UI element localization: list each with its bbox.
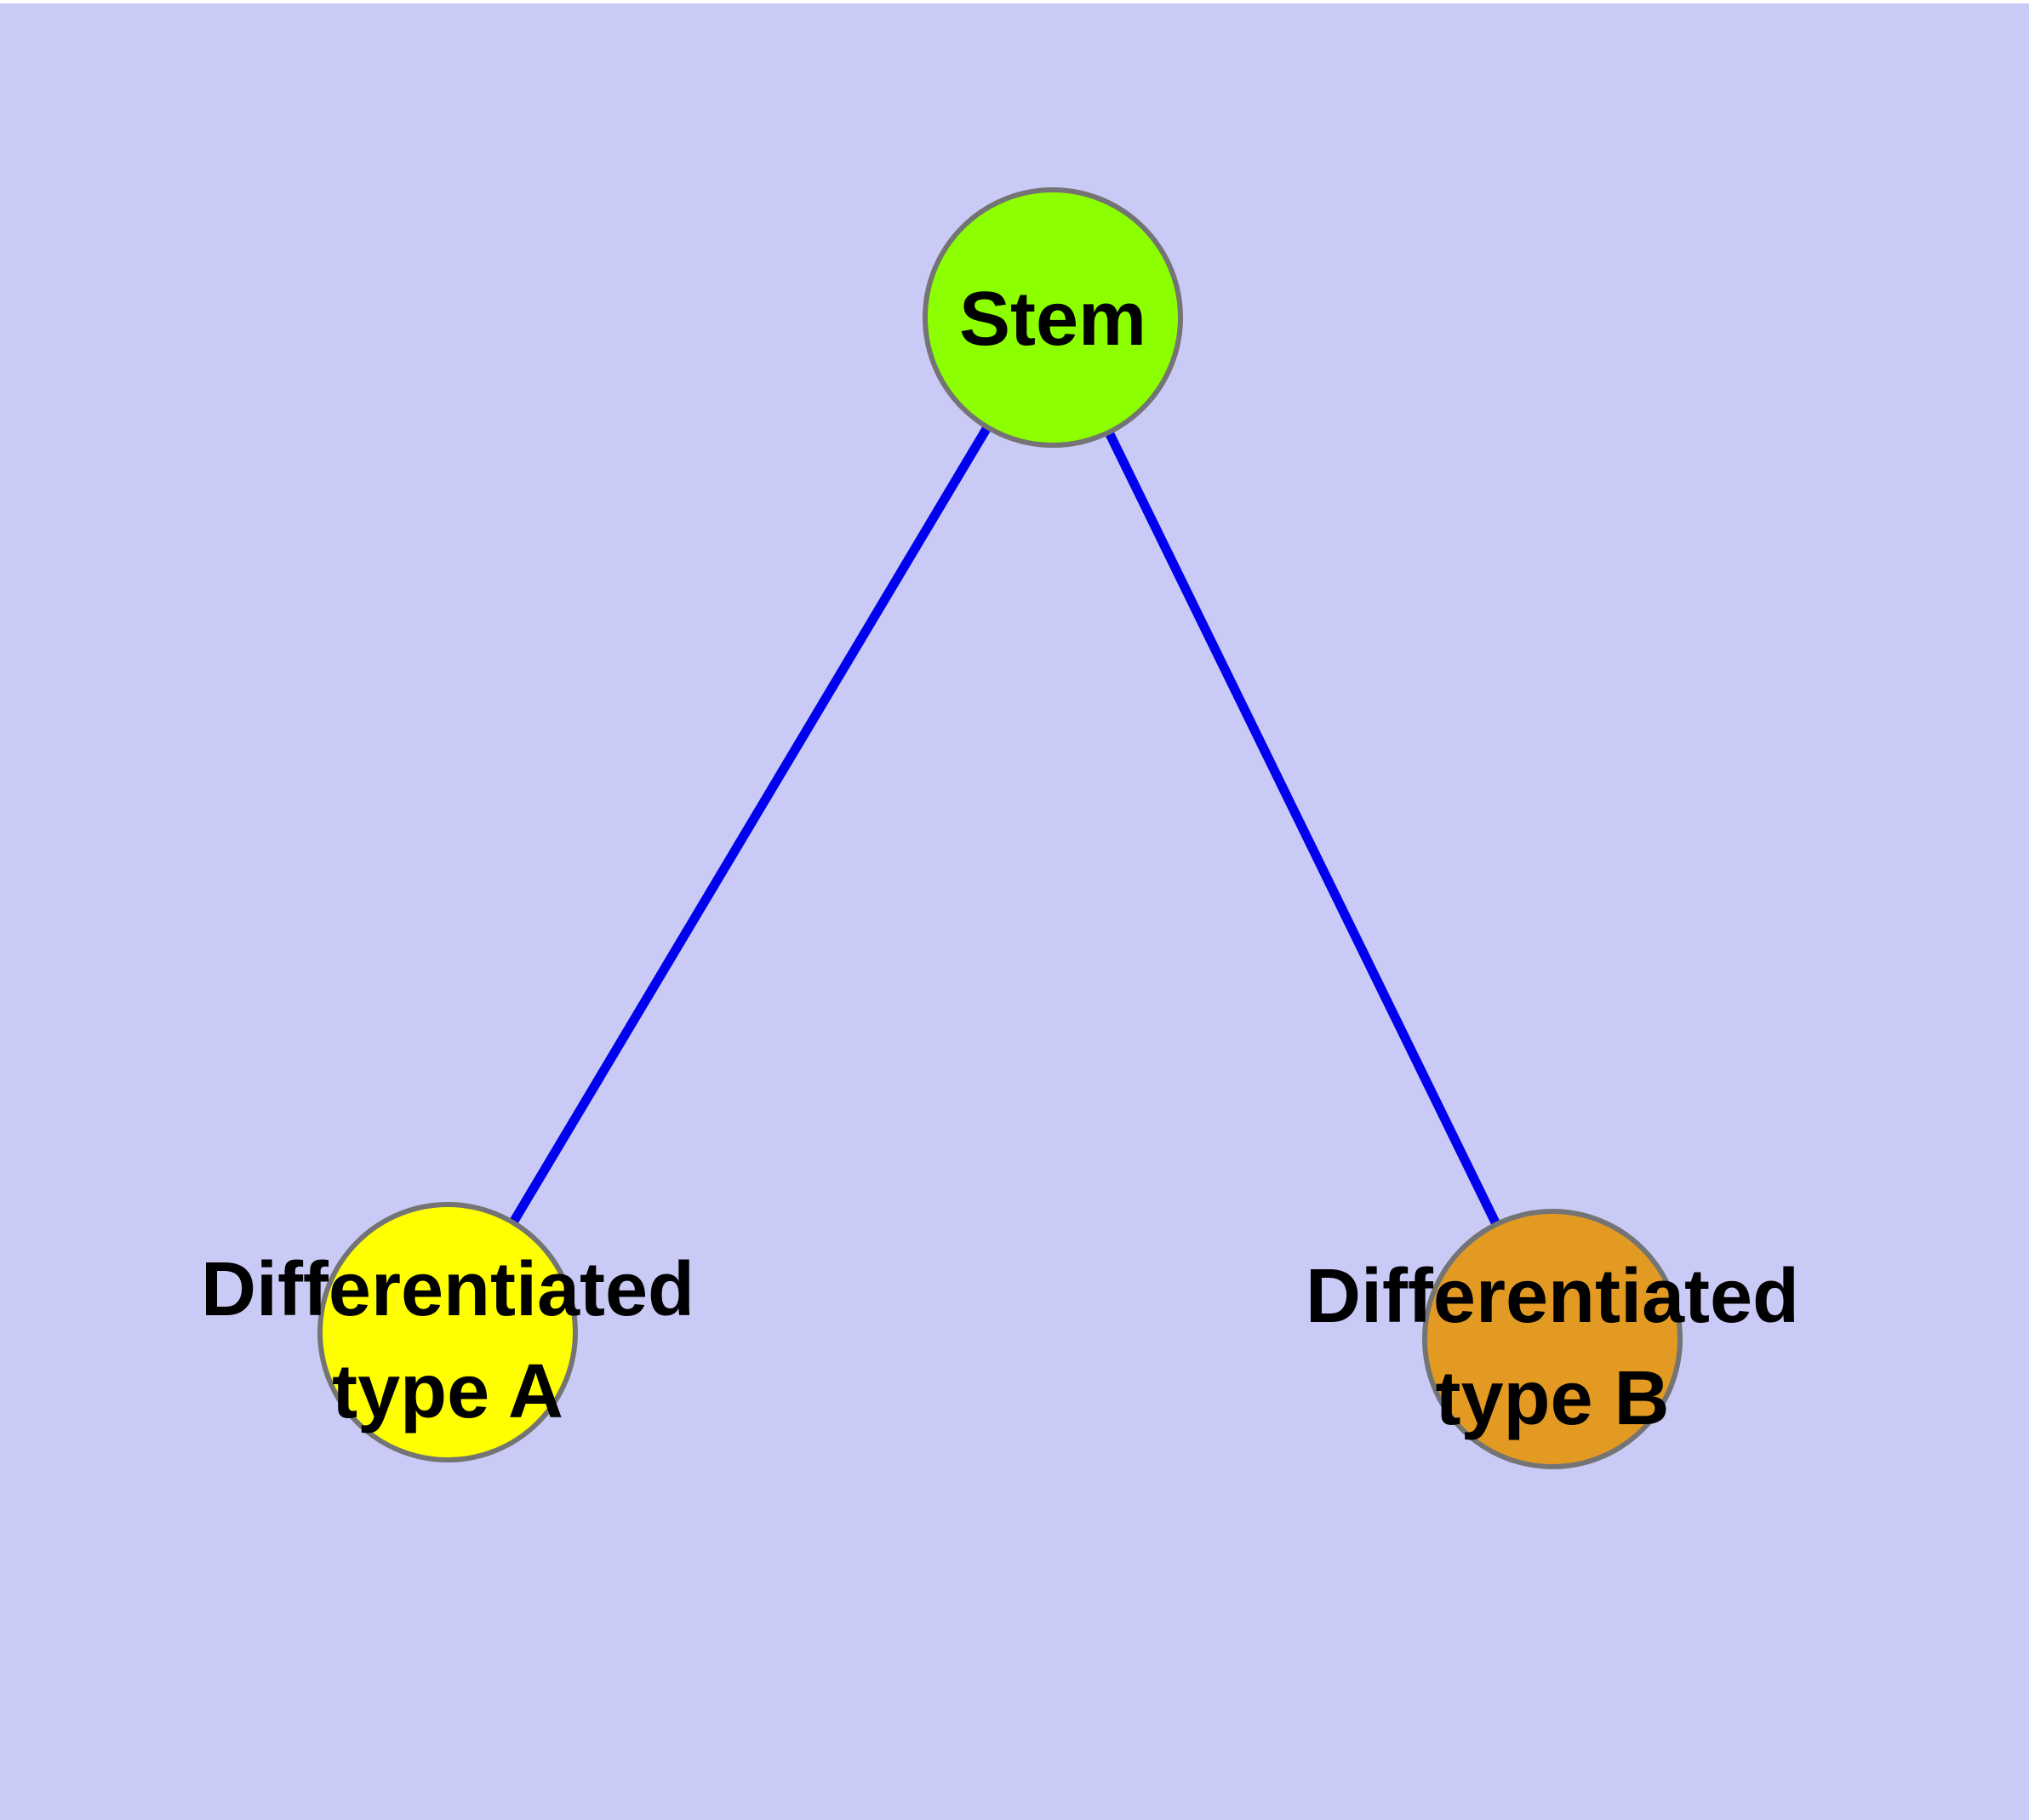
node-stem-circle xyxy=(923,187,1183,448)
node-differentiated-type-b-circle xyxy=(1422,1209,1683,1469)
node-differentiated-type-b-label-line1: Differentiated xyxy=(1306,1254,1799,1339)
edge-stem-to-type-a xyxy=(443,315,1057,1335)
edge-group xyxy=(443,315,1557,1342)
node-stem-label: Stem xyxy=(959,277,1146,362)
node-differentiated-type-b-label-line2: type B xyxy=(1435,1356,1669,1441)
node-differentiated-type-a-circle xyxy=(317,1202,578,1462)
node-differentiated-type-a-label-line2: type A xyxy=(332,1349,563,1434)
edge-stem-to-type-b xyxy=(1049,315,1557,1342)
node-differentiated-type-a: Differentiated type A xyxy=(201,1202,694,1462)
node-stem: Stem xyxy=(923,187,1183,448)
node-differentiated-type-b: Differentiated type B xyxy=(1306,1209,1799,1469)
node-differentiated-type-a-label-line1: Differentiated xyxy=(201,1247,694,1332)
